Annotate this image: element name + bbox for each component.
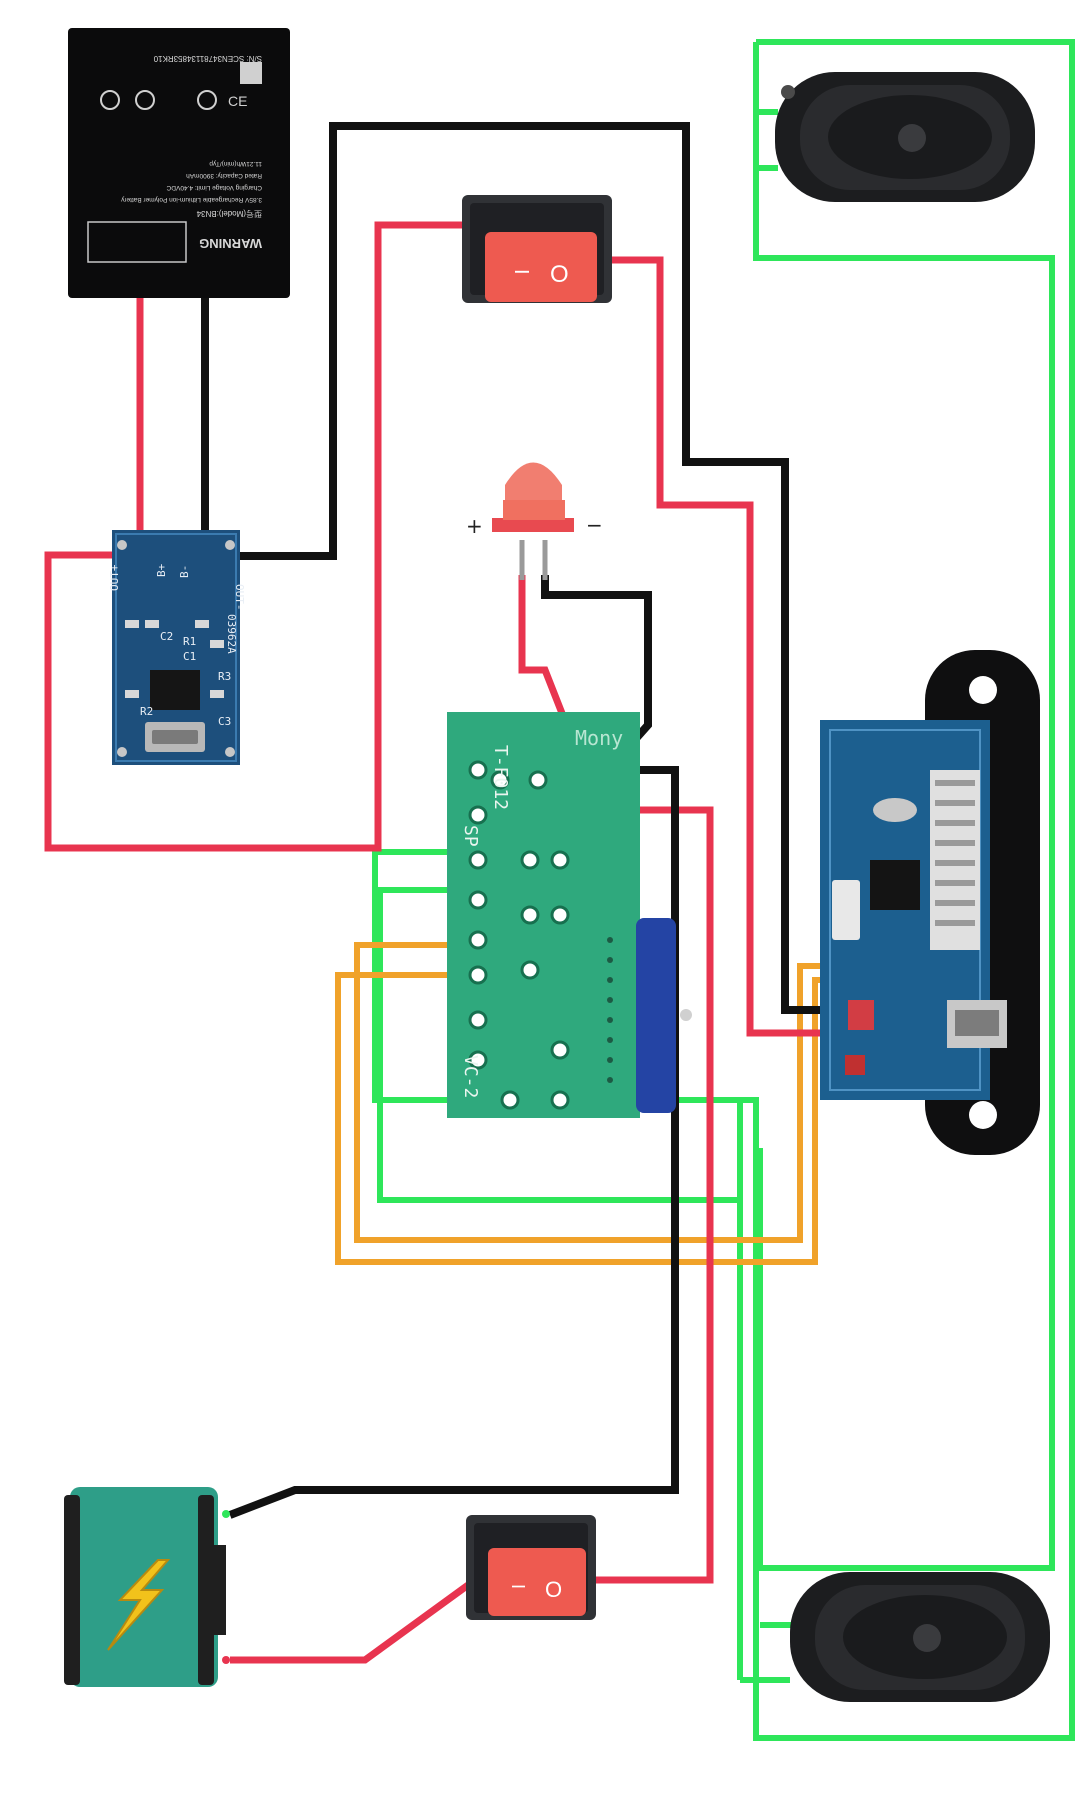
charger-label-c1: C1 <box>183 650 196 663</box>
led-minus-label: − <box>586 513 603 537</box>
battery-model: 型号(Model):BN34 <box>196 209 262 218</box>
battery-spec-2: Charging Voltage Limit: 4.40VDC <box>166 184 262 191</box>
amplifier-board: T-F012 SP VC-2 Mony <box>447 712 692 1118</box>
charger-label-c3: C3 <box>218 715 231 728</box>
battery-warning-label: WARNING <box>199 236 262 251</box>
amp-label-sp: SP <box>460 825 481 847</box>
charger-label-out-plus: OUT+ <box>108 564 121 591</box>
rocker-switch-top[interactable]: I O <box>462 195 612 303</box>
lightning-bolt-icon <box>107 1559 171 1651</box>
led-indicator: + − <box>466 462 603 580</box>
speaker-top-center-icon <box>898 124 926 152</box>
speaker-bottom <box>790 1572 1050 1702</box>
charger-module-tp4056: OUT+ B+ B- OUT- R1 R2 R3 C1 C2 C3 03962A <box>108 530 246 765</box>
battery-spec-3: Rated Capacity: 3900mAh <box>186 172 262 179</box>
charger-label-out-minus: OUT- <box>233 584 246 611</box>
charger-label-r2: R2 <box>140 705 153 718</box>
red-wire-charger-out-plus-to-switch <box>44 221 465 852</box>
charger-label-r3: R3 <box>218 670 231 683</box>
speaker-top <box>775 72 1035 202</box>
speaker-wiring-frame <box>372 39 1075 1741</box>
battery-sn: S/N: SCEN34781134853RK10 <box>153 54 262 63</box>
power-bank-battery <box>64 1487 230 1687</box>
led-plus-label: + <box>466 514 483 538</box>
green-wire-bottom-speaker-lead-2 <box>737 1100 790 1683</box>
battery-cert-icons: CE <box>100 62 262 110</box>
rocker-switch-bottom[interactable]: I O <box>466 1515 596 1620</box>
red-wire-switch-to-mp3 <box>600 256 852 1037</box>
speaker-bottom-center-icon <box>913 1624 941 1652</box>
charger-label-b-minus: B- <box>178 565 191 578</box>
red-wire-powerbank-to-switch <box>230 1577 478 1664</box>
svg-text:CE: CE <box>228 93 247 109</box>
battery-spec-1: 3.85V Rechargeable Lithium-ion Polymer B… <box>120 196 262 203</box>
green-wire-outer-loop <box>372 39 1075 1741</box>
black-wire-charger-out-minus <box>232 122 852 1014</box>
amp-label-mony: Mony <box>575 726 623 750</box>
green-wire-inner-top <box>753 42 1055 1571</box>
mp3-decoder-board <box>820 650 1040 1155</box>
switch-top-on-mark: I <box>510 269 532 275</box>
charger-label-c2: C2 <box>160 630 173 643</box>
charger-label-b-plus: B+ <box>155 563 168 577</box>
charger-label-r1: R1 <box>183 635 196 648</box>
battery-spec-4: 11.21Wh(min)/Typ <box>209 160 262 167</box>
switch-top-off-mark: O <box>550 261 569 288</box>
orange-wire-1 <box>354 942 850 1243</box>
amp-label-model: T-F012 <box>490 745 511 810</box>
lithium-battery: WARNING S/N: SCEN34781134853RK10 型号(Mode… <box>68 28 290 298</box>
switch-bottom-on-mark: I <box>508 1584 528 1589</box>
charger-label-code: 03962A <box>225 614 238 654</box>
amp-label-vcc: VC-2 <box>460 1055 481 1098</box>
green-wire-amp-second <box>377 887 740 1203</box>
switch-bottom-off-mark: O <box>545 1577 562 1602</box>
